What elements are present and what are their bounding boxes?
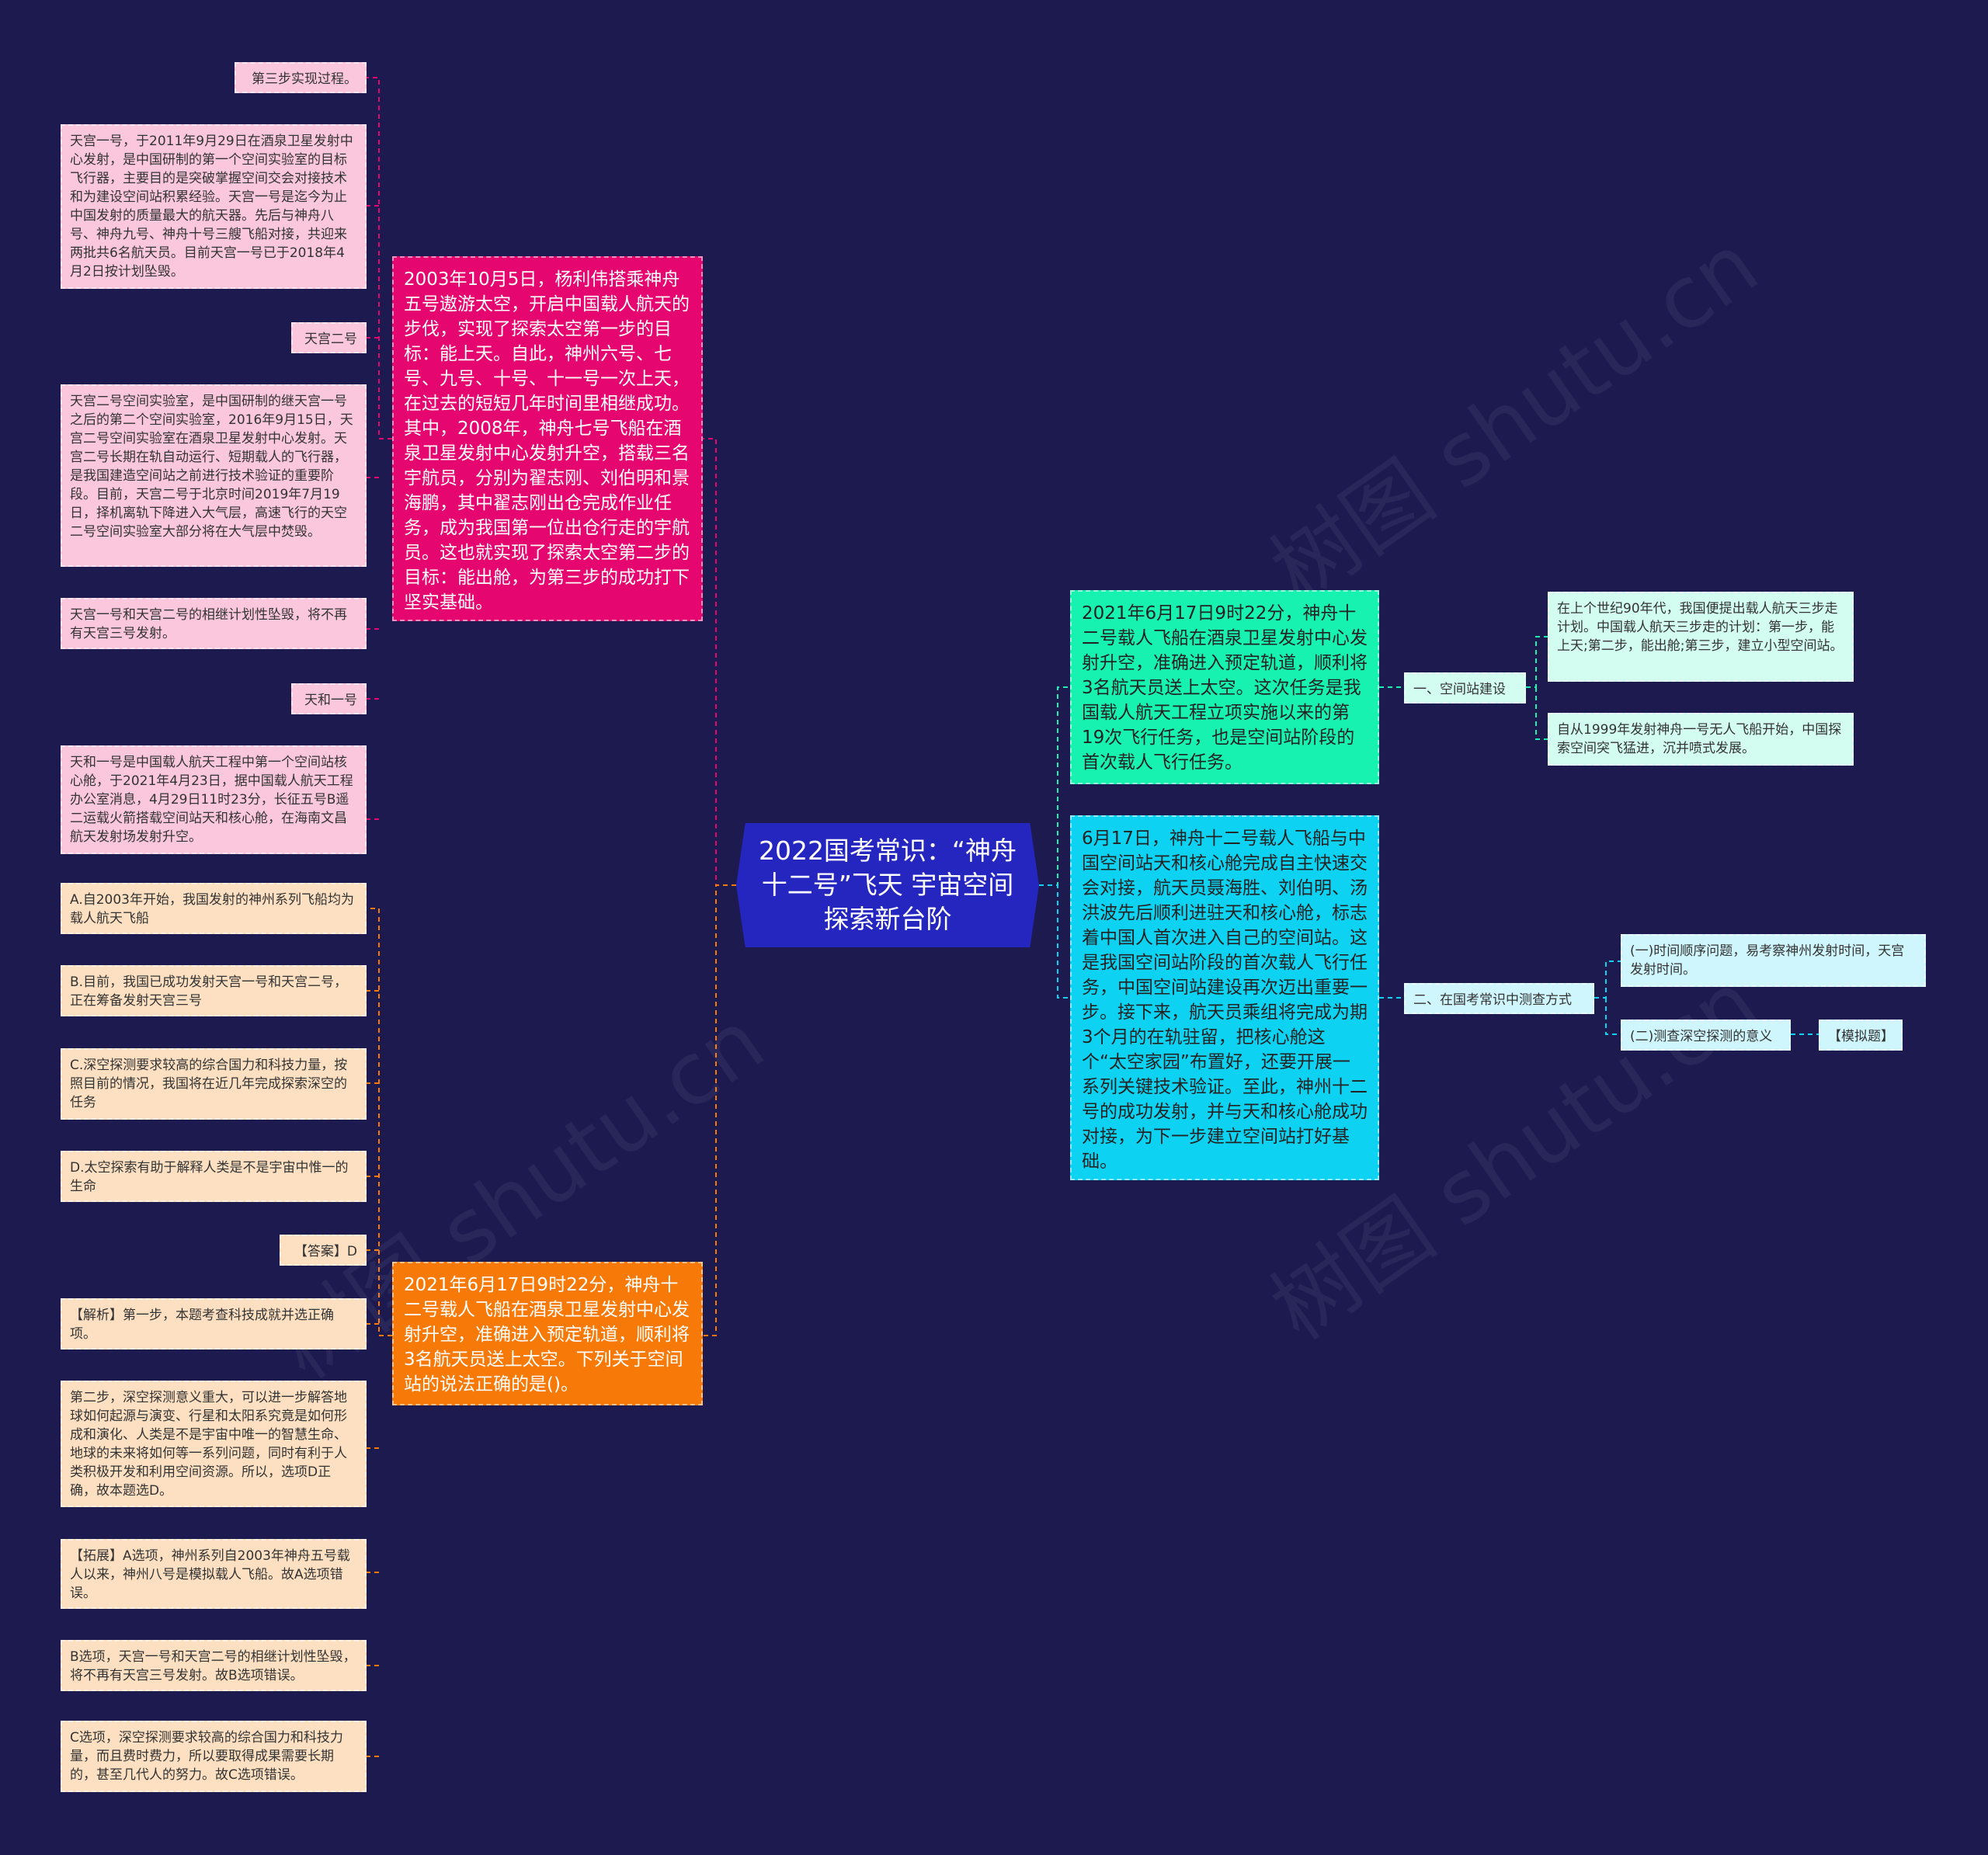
leaf-option-c[interactable]: C.深空探测要求较高的综合国力和科技力量，按照目前的情况，我国将在近几年完成探索… (61, 1048, 367, 1120)
right-topic-1[interactable]: 2021年6月17日9时22分，神舟十二号载人飞船在酒泉卫星发射中心发射升空，准… (1070, 590, 1379, 784)
leaf-three-step-plan[interactable]: 在上个世纪90年代，我国便提出载人航天三步走计划。中国载人航天三步走的计划：第一… (1548, 592, 1854, 682)
leaf-tiangong-deorbit[interactable]: 天宫一号和天宫二号的相继计划性坠毁，将不再有天宫三号发射。 (61, 598, 367, 649)
leaf-answer[interactable]: 【答案】D (280, 1235, 367, 1266)
right-topic-2[interactable]: 6月17日，神舟十二号载人飞船与中国空间站天和核心舱完成自主快速交会对接，航天员… (1070, 815, 1379, 1180)
leaf-deep-space[interactable]: (二)测查深空探测的意义 (1621, 1020, 1791, 1051)
leaf-tianhe-title[interactable]: 天和一号 (291, 683, 367, 714)
leaf-time-order[interactable]: (一)时间顺序问题，易考察神州发射时间，天宫发射时间。 (1621, 934, 1926, 987)
leaf-tiangong2[interactable]: 天宫二号空间实验室，是中国研制的继天宫一号之后的第二个空间实验室，2016年9月… (61, 384, 367, 567)
root-topic[interactable]: 2022国考常识：“神舟十二号”飞天 宇宙空间探索新台阶 (736, 823, 1039, 947)
leaf-extension-b[interactable]: B选项，天宫一号和天宫二号的相继计划性坠毁，将不再有天宫三号发射。故B选项错误。 (61, 1640, 367, 1691)
leaf-mock-question[interactable]: 【模拟题】 (1819, 1020, 1903, 1051)
leaf-analysis-1[interactable]: 【解析】第一步，本题考查科技成就并选正确项。 (61, 1298, 367, 1350)
leaf-analysis-2[interactable]: 第二步，深空探测意义重大，可以进一步解答地球如何起源与演变、行星和太阳系究竟是如… (61, 1381, 367, 1507)
leaf-tiangong2-title[interactable]: 天宫二号 (291, 322, 367, 353)
leaf-extension-c[interactable]: C选项，深空探测要求较高的综合国力和科技力量，而且费时费力，所以要取得成果需要长… (61, 1721, 367, 1792)
leaf-extension-a[interactable]: 【拓展】A选项，神州系列自2003年神舟五号载人以来，神州八号是模拟载人飞船。故… (61, 1539, 367, 1609)
leaf-option-b[interactable]: B.目前，我国已成功发射天宫一号和天宫二号，正在筹备发射天宫三号 (61, 965, 367, 1016)
leaf-tianhe[interactable]: 天和一号是中国载人航天工程中第一个空间站核心舱，于2021年4月23日，据中国载… (61, 745, 367, 854)
leaf-shenzhou1[interactable]: 自从1999年发射神舟一号无人飞船开始，中国探索空间突飞猛进，沉并喷式发展。 (1548, 713, 1854, 766)
leaf-tiangong1[interactable]: 天宫一号，于2011年9月29日在酒泉卫星发射中心发射，是中国研制的第一个空间实… (61, 124, 367, 289)
label-space-station[interactable]: 一、空间站建设 (1404, 672, 1526, 703)
leaf-step3[interactable]: 第三步实现过程。 (235, 62, 367, 93)
left-topic-1[interactable]: 2003年10月5日，杨利伟搭乘神舟五号遨游太空，开启中国载人航天的步伐，实现了… (392, 256, 703, 621)
root-title: 2022国考常识：“神舟十二号”飞天 宇宙空间探索新台阶 (758, 835, 1017, 934)
leaf-option-d[interactable]: D.太空探索有助于解释人类是不是宇宙中惟一的生命 (61, 1151, 367, 1202)
label-exam-method[interactable]: 二、在国考常识中测查方式 (1404, 983, 1594, 1014)
leaf-option-a[interactable]: A.自2003年开始，我国发射的神州系列飞船均为载人航天飞船 (61, 883, 367, 934)
left-topic-2[interactable]: 2021年6月17日9时22分，神舟十二号载人飞船在酒泉卫星发射中心发射升空，准… (392, 1262, 703, 1405)
